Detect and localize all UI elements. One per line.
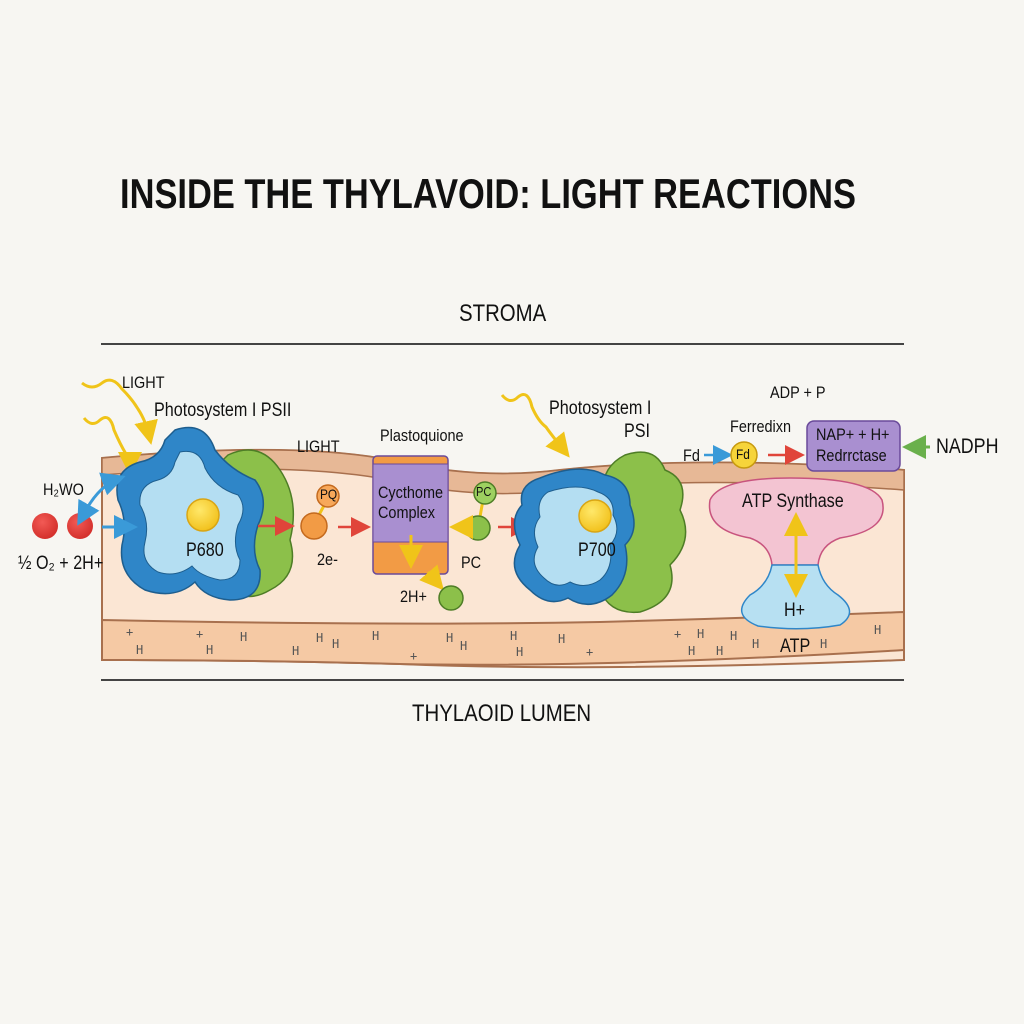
proton-carrier-icon xyxy=(438,585,464,611)
water-products-label: ½ O₂ + 2H+ xyxy=(18,553,104,574)
fd-label: Fd xyxy=(683,446,700,465)
proton-mark: H xyxy=(136,643,143,657)
reductase-line-1: NAP+ + H+ xyxy=(816,425,890,444)
light-label-1: LIGHT xyxy=(122,373,165,392)
psi-title: Photosystem I xyxy=(549,398,652,419)
proton-mark: H xyxy=(820,637,827,651)
stroma-label: STROMA xyxy=(459,300,547,327)
p680-reaction-center-icon xyxy=(186,498,220,532)
proton-mark: H xyxy=(516,645,523,659)
diagram-title: INSIDE THE THYLAVOID: LIGHT REACTIONS xyxy=(120,170,857,217)
cytochrome-complex xyxy=(372,455,449,591)
proton-mark: H xyxy=(697,627,704,641)
pc-badge-icon xyxy=(473,481,497,505)
pq-badge-icon xyxy=(316,484,340,508)
atp-label: ATP xyxy=(780,636,811,657)
light-label-2: LIGHT xyxy=(297,437,340,456)
plastocyanin-carrier-icon xyxy=(465,515,491,541)
proton-mark: H xyxy=(730,629,737,643)
adp-label: ADP + P xyxy=(770,383,826,402)
cytochrome-label: Cycthome Complex xyxy=(378,483,444,522)
p700-reaction-center-icon xyxy=(578,499,612,533)
nadph-label: NADPH xyxy=(936,435,999,458)
ferredoxin-label: Ferredixn xyxy=(730,417,792,436)
oxygen-atom-icon xyxy=(32,513,58,539)
proton-mark: H xyxy=(460,639,467,653)
proton-mark: H xyxy=(292,644,299,658)
pc-badge-text: PC xyxy=(476,484,492,499)
pc-label: PC xyxy=(461,553,482,572)
proton-mark: + xyxy=(674,627,681,641)
plastoquinone-label: Plastoquione xyxy=(380,426,464,445)
proton-mark: H xyxy=(558,632,565,646)
oxygen-atom-icon xyxy=(67,513,93,539)
light-wave-icons xyxy=(81,378,570,476)
light-wave-icon xyxy=(82,416,142,476)
proton-mark: H xyxy=(752,637,759,651)
proton-mark: H xyxy=(446,631,453,645)
synthase-proton-label: H+ xyxy=(784,600,806,621)
cyt-protons-label: 2H+ xyxy=(400,587,427,606)
proton-mark: H xyxy=(688,644,695,658)
p700-label: P700 xyxy=(578,540,616,561)
p680-label: P680 xyxy=(186,540,224,561)
nadp-reductase-box xyxy=(806,420,901,472)
proton-mark: H xyxy=(510,629,517,643)
atp-synthase xyxy=(708,477,884,630)
lumen-divider xyxy=(101,679,904,681)
atp-synthase-label: ATP Synthase xyxy=(742,491,844,512)
stroma-divider xyxy=(101,343,904,345)
light-wave-icon xyxy=(81,378,158,445)
proton-mark: H xyxy=(240,630,247,644)
water-exchange-arrow xyxy=(77,472,126,526)
proton-mark: H xyxy=(316,631,323,645)
proton-mark: + xyxy=(196,627,203,641)
psi-subtitle: PSI xyxy=(624,421,651,442)
pq-badge-text: PQ xyxy=(320,486,338,502)
proton-mark: H xyxy=(332,637,339,651)
proton-mark: H xyxy=(372,629,379,643)
light-wave-icon xyxy=(500,393,570,458)
photosystem-i xyxy=(513,451,687,614)
proton-mark: H xyxy=(206,643,213,657)
proton-mark: H xyxy=(874,623,881,637)
proton-mark: + xyxy=(410,649,417,663)
proton-mark: + xyxy=(586,645,593,659)
fd-badge-text: Fd xyxy=(736,446,750,462)
psii-title: Photosystem I PSII xyxy=(154,400,292,421)
proton-mark: H xyxy=(716,644,723,658)
water-label: H₂WO xyxy=(43,480,84,499)
lumen-label: THYLAOID LUMEN xyxy=(412,700,592,727)
proton-mark: + xyxy=(126,625,133,639)
reductase-line-2: Redrrctase xyxy=(816,446,887,465)
ferredoxin-carrier-icon xyxy=(730,441,758,469)
plastoquinone-carrier-icon xyxy=(300,512,328,540)
electrons-label: 2e- xyxy=(317,550,338,569)
